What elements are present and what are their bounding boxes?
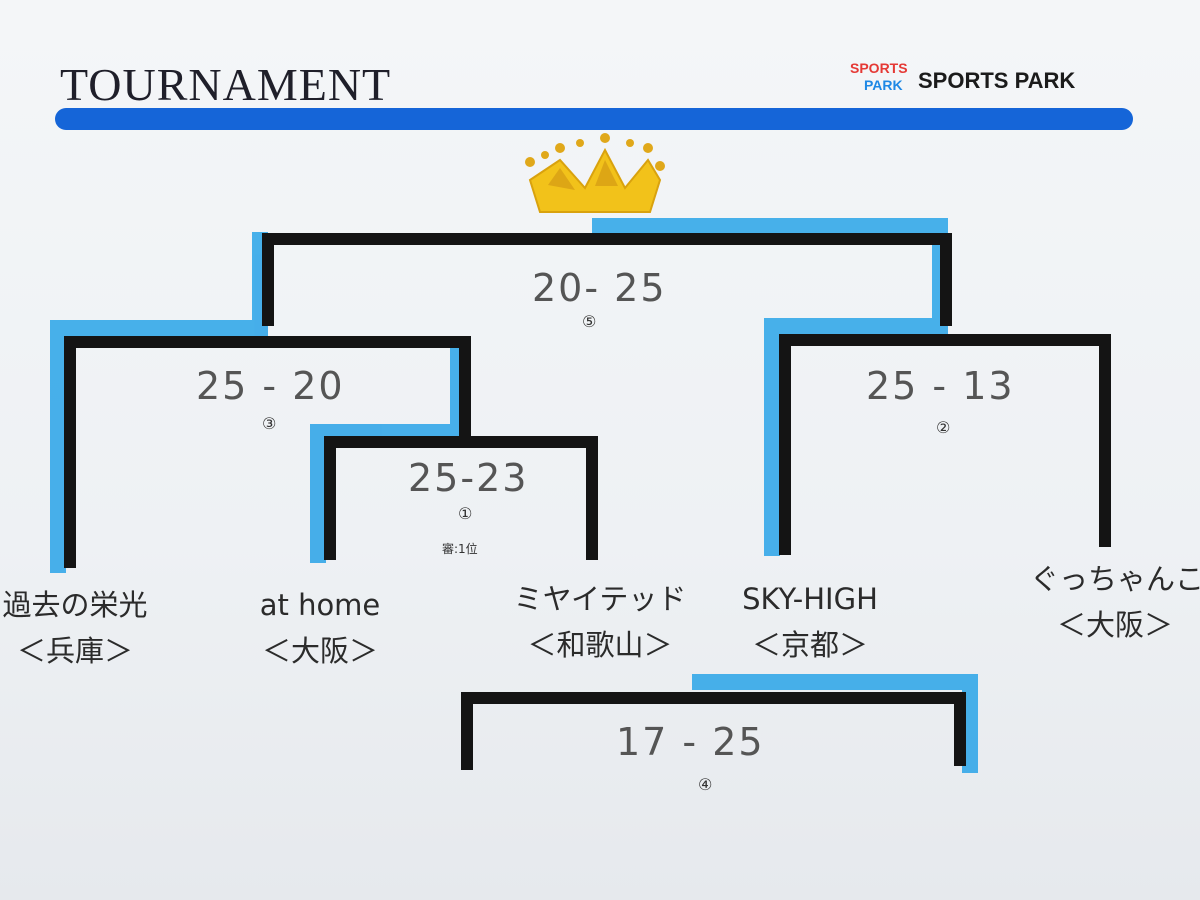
brand-name: SPORTS PARK — [918, 68, 1076, 93]
match-5-score: 20- 25 — [532, 266, 667, 310]
match-3-line — [64, 336, 471, 568]
match-2-line — [779, 334, 1111, 555]
match-3-number: ③ — [262, 414, 277, 433]
match-2-score: 25 - 13 — [866, 364, 1015, 408]
brand-logo: SPORTS PARK — [850, 60, 910, 104]
bracket-lines — [64, 233, 1111, 770]
match-4-number: ④ — [698, 775, 713, 794]
team-1-region: ＜兵庫＞ — [16, 634, 133, 668]
team-3-region: ＜和歌山＞ — [527, 628, 673, 662]
team-2-region: ＜大阪＞ — [261, 634, 378, 668]
match-1-number: ① — [458, 504, 473, 523]
match-4-line — [461, 692, 966, 770]
team-1-name: 過去の栄光 — [2, 588, 148, 622]
team-5-region: ＜大阪＞ — [1056, 608, 1173, 642]
header-bar — [55, 108, 1133, 130]
brand-logo-line2: PARK — [864, 77, 903, 93]
team-2-name: at home — [259, 588, 381, 622]
team-5-name: ぐっちゃんこ — [1030, 562, 1200, 596]
match-5-line — [262, 233, 952, 326]
crown-icon — [525, 133, 665, 213]
match-5-number: ⑤ — [582, 312, 597, 331]
match-1-line — [324, 436, 598, 560]
team-4-region: ＜京都＞ — [751, 628, 868, 662]
match-3-score: 25 - 20 — [196, 364, 345, 408]
team-3: ミヤイテッド ＜和歌山＞ — [510, 576, 690, 668]
match-2-number: ② — [936, 418, 951, 437]
team-2: at home ＜大阪＞ — [240, 582, 400, 674]
team-3-name: ミヤイテッド — [513, 582, 687, 616]
team-5: ぐっちゃんこ ＜大阪＞ — [1030, 556, 1200, 648]
page-title: TOURNAMENT — [60, 59, 392, 110]
match-4-score: 17 - 25 — [616, 720, 765, 764]
match-1-score: 25-23 — [408, 456, 529, 500]
team-4-name: SKY-HIGH — [742, 582, 878, 616]
team-4: SKY-HIGH ＜京都＞ — [720, 576, 900, 668]
team-1: 過去の栄光 ＜兵庫＞ — [0, 582, 150, 674]
match-1-referee-note: 審:1位 — [442, 542, 478, 556]
brand-logo-line1: SPORTS — [850, 60, 908, 76]
